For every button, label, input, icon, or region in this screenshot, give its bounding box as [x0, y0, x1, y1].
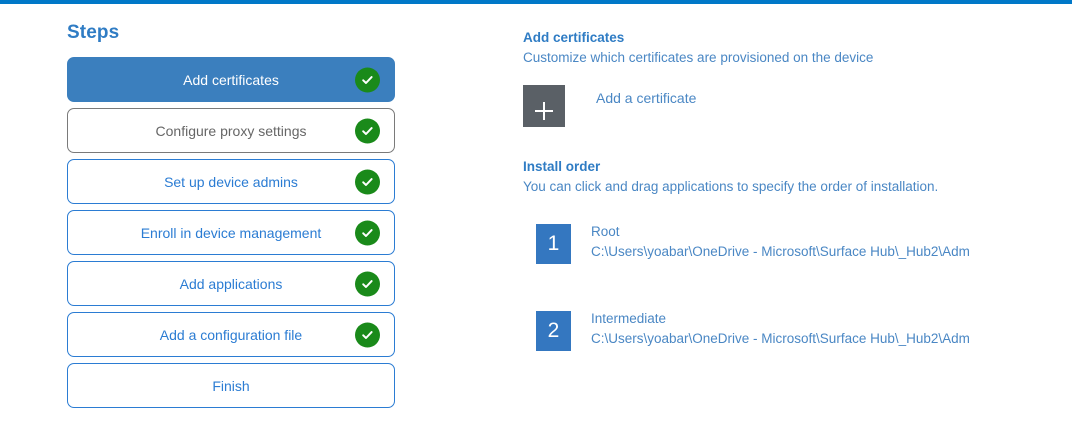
section-title-add-certificates: Add certificates: [523, 30, 625, 45]
step-label: Configure proxy settings: [155, 122, 307, 139]
check-icon: [355, 118, 380, 143]
check-icon: [355, 220, 380, 245]
add-certificate-label: Add a certificate: [596, 90, 697, 107]
detail-panel: Add certificates Customize which certifi…: [523, 30, 1043, 398]
install-order-index-badge: 1: [536, 224, 571, 265]
add-certificate-button[interactable]: Add a certificate: [523, 85, 723, 128]
step-button-add-applications[interactable]: Add applications: [67, 261, 395, 306]
section-title-install-order: Install order: [523, 159, 601, 175]
step-button-configure-proxy-settings[interactable]: Configure proxy settings: [67, 108, 395, 153]
install-order-index-badge: 2: [536, 311, 571, 352]
step-label: Add applications: [179, 275, 283, 292]
step-label: Finish: [212, 377, 250, 394]
section-subtitle-add-certificates: Customize which certificates are provisi…: [523, 50, 874, 65]
check-icon: [355, 67, 380, 92]
page-title: Steps: [67, 22, 120, 43]
top-accent-bar: [0, 0, 1072, 4]
step-button-finish[interactable]: Finish: [67, 363, 395, 408]
step-label: Enroll in device management: [140, 224, 322, 241]
step-label: Add certificates: [183, 71, 279, 88]
install-order-name: Root: [591, 224, 620, 240]
install-order-section: Install order You can click and drag app…: [523, 159, 1043, 352]
plus-icon[interactable]: [523, 85, 565, 128]
step-button-enroll-in-device-management[interactable]: Enroll in device management: [67, 210, 395, 255]
install-order-path: C:\Users\yoabar\OneDrive - Microsoft\Sur…: [591, 244, 970, 259]
step-button-set-up-device-admins[interactable]: Set up device admins: [67, 159, 395, 204]
install-order-name: Intermediate: [591, 311, 667, 327]
check-icon: [355, 271, 380, 296]
section-subtitle-install-order: You can click and drag applications to s…: [523, 179, 939, 195]
step-button-add-a-configuration-file[interactable]: Add a configuration file: [67, 312, 395, 357]
check-icon: [355, 169, 380, 194]
step-button-add-certificates[interactable]: Add certificates: [67, 57, 395, 102]
step-label: Add a configuration file: [159, 326, 303, 343]
check-icon: [355, 322, 380, 347]
step-label: Set up device admins: [164, 173, 298, 190]
add-certificates-section: Add certificates Customize which certifi…: [523, 30, 1043, 67]
install-order-path: C:\Users\yoabar\OneDrive - Microsoft\Sur…: [591, 331, 970, 346]
